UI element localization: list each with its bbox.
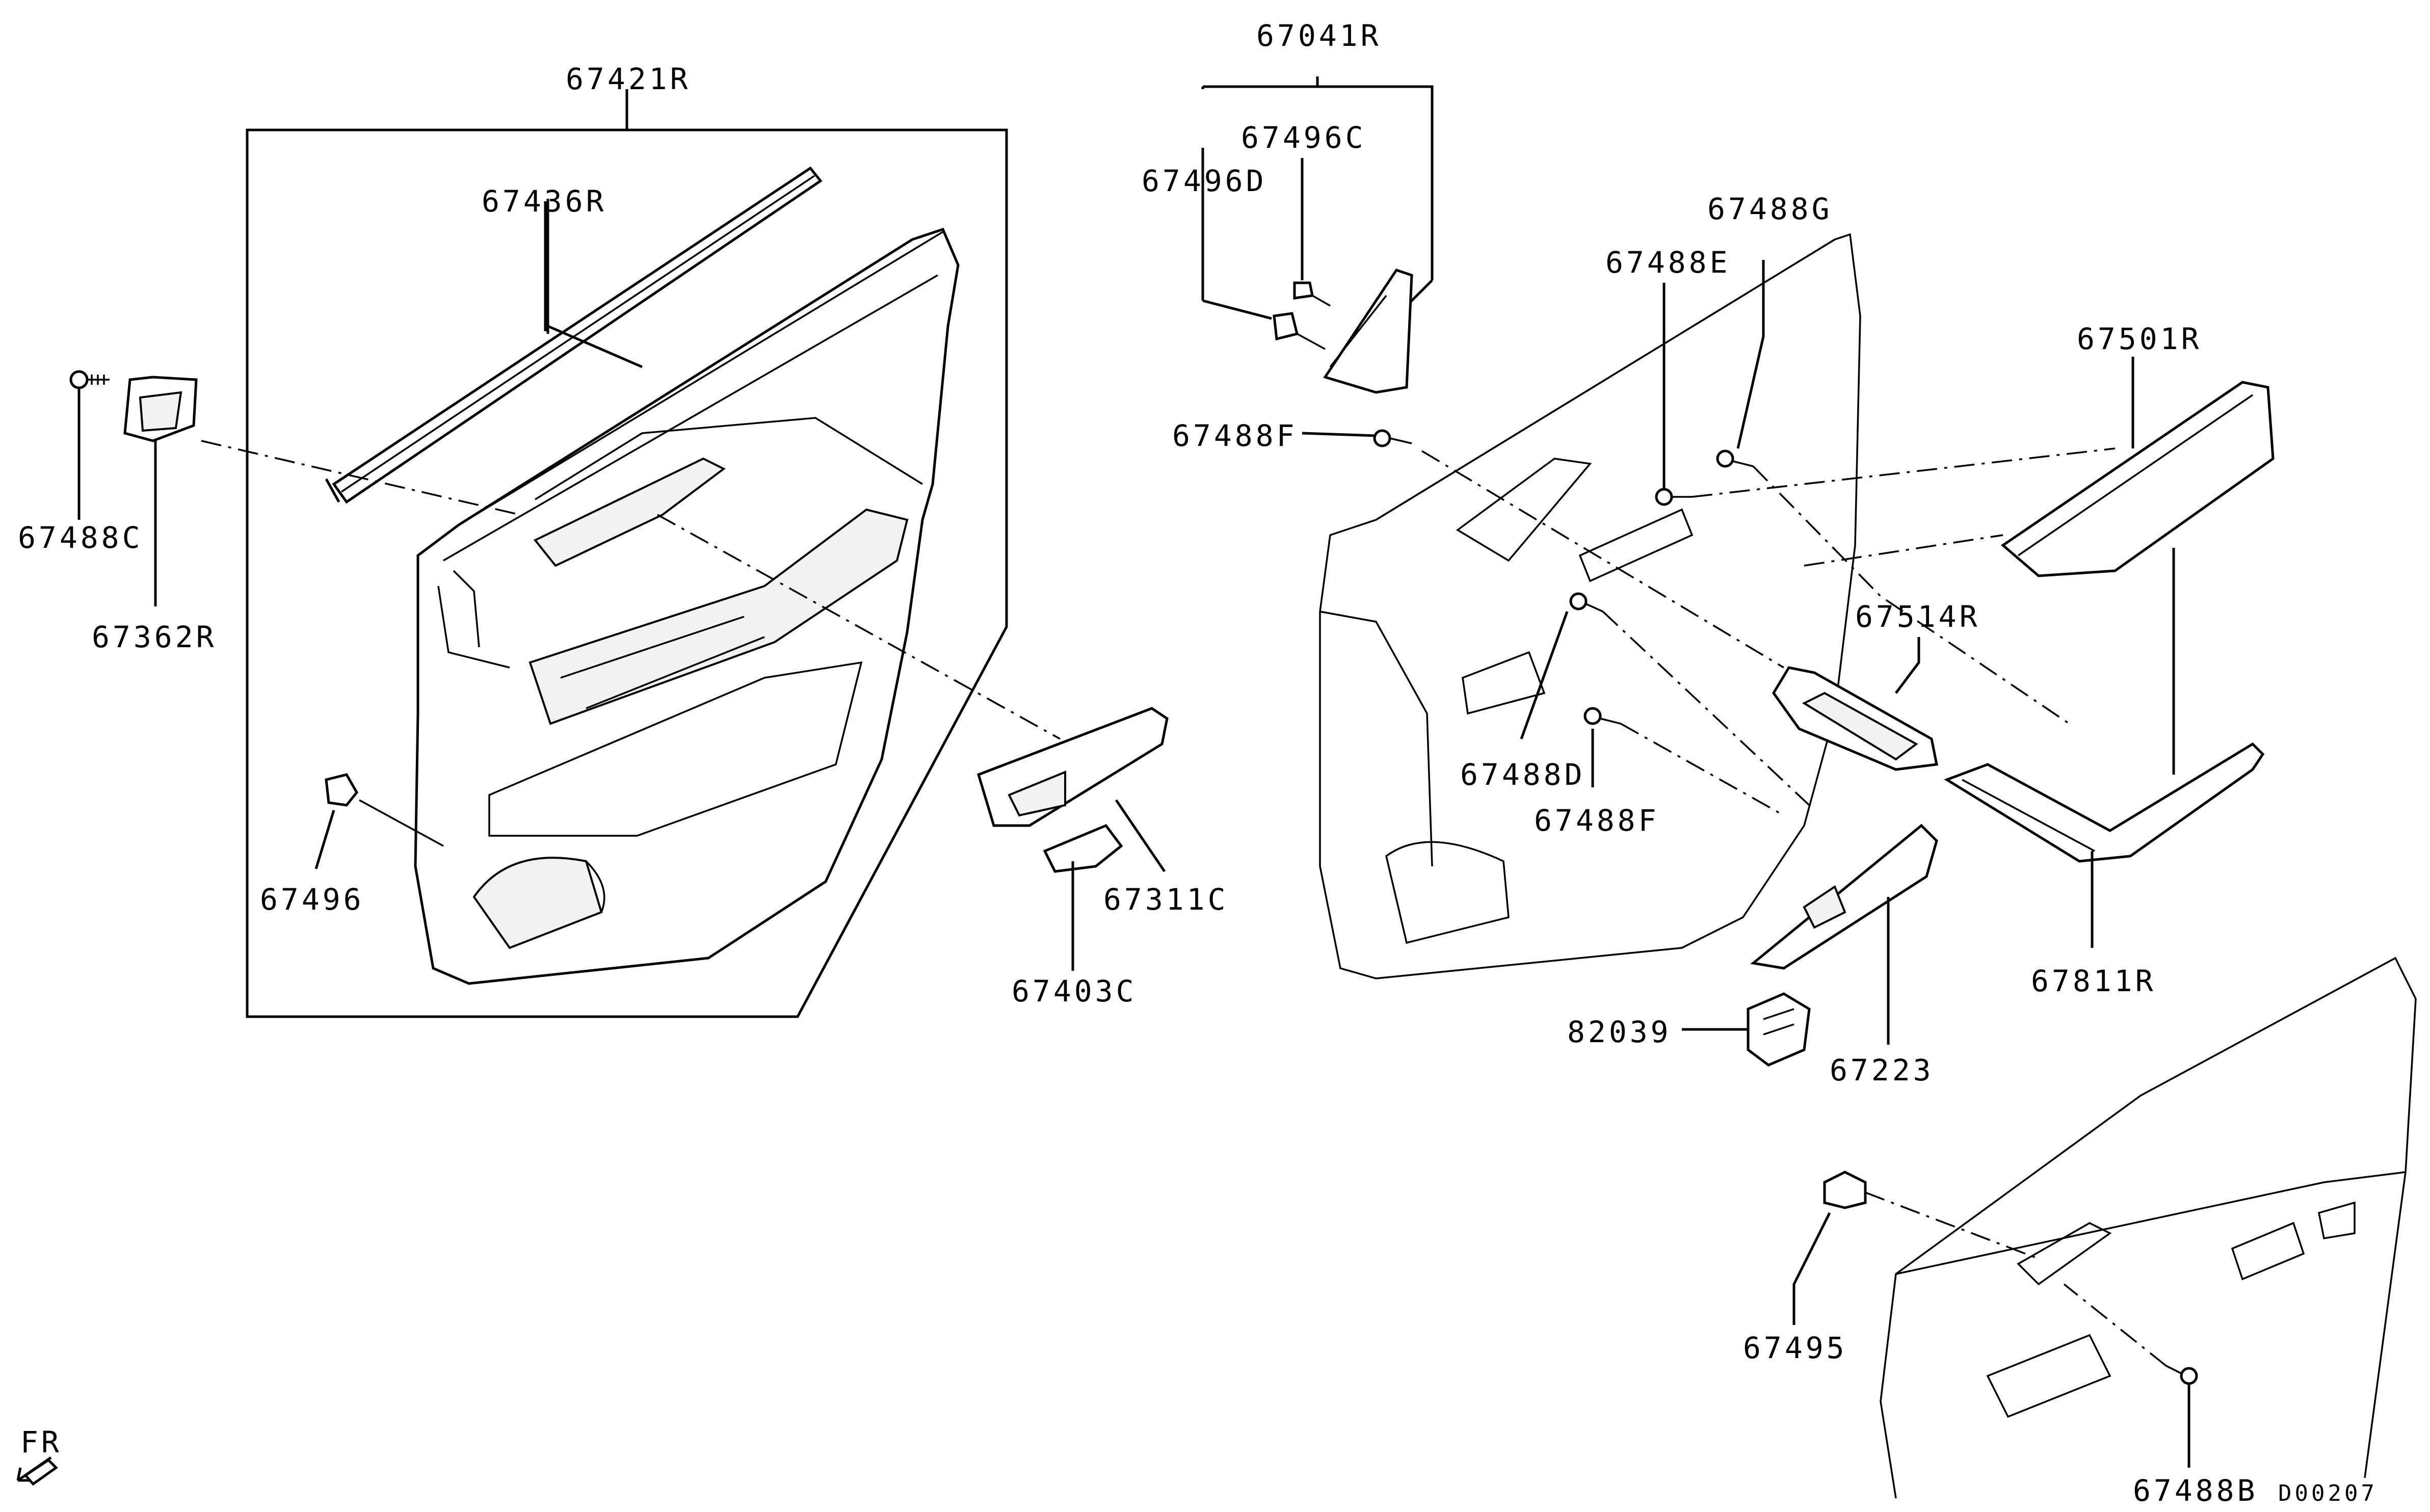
switch-bezel-part <box>1750 824 1938 970</box>
screw-part <box>1655 488 1692 506</box>
screw-part <box>69 370 110 389</box>
window-switch-part <box>1747 992 1811 1067</box>
label-67223: 67223 <box>1830 1053 1934 1087</box>
door-panel-outline <box>1319 233 1861 979</box>
screw-part <box>1716 449 1754 468</box>
switch-cover-part <box>1043 824 1123 873</box>
label-67488D: 67488D <box>1460 757 1586 792</box>
label-67495: 67495 <box>1743 1331 1847 1365</box>
label-67496: 67496 <box>260 882 364 917</box>
label-67362R: 67362R <box>92 620 217 654</box>
label-67488C: 67488C <box>18 520 143 555</box>
label-67496C: 67496C <box>1241 120 1366 155</box>
switch-panel-part <box>1772 666 1938 771</box>
clip-part <box>1823 1171 1867 1209</box>
clip-part <box>325 773 359 807</box>
screw-part <box>1583 707 1621 725</box>
clip-part <box>1273 312 1299 341</box>
label-67811R: 67811R <box>2031 964 2156 998</box>
switch-bezel-part <box>976 707 1169 827</box>
screw-part <box>1569 592 1603 613</box>
door-trim-assembly-left <box>69 89 1169 1018</box>
mirror-cover-part <box>1323 269 1413 394</box>
label-67501R: 67501R <box>2077 322 2202 356</box>
lower-trim-part <box>1944 742 2265 863</box>
label-67436R: 67436R <box>482 184 607 219</box>
label-67041R: 67041R <box>1256 18 1382 53</box>
screw-part <box>2165 1365 2198 1385</box>
inside-handle-part <box>123 376 198 442</box>
label-67488E: 67488E <box>1605 245 1731 280</box>
door-trim-panel <box>414 227 960 985</box>
clip-part <box>1293 281 1314 300</box>
weatherstrip-part <box>325 166 823 504</box>
label-82039: 82039 <box>1567 1015 1672 1049</box>
front-direction-arrow-icon <box>16 1456 58 1486</box>
label-67488F-bottom: 67488F <box>1534 803 1659 838</box>
label-67496D: 67496D <box>1142 164 1267 198</box>
label-67421R: 67421R <box>566 62 691 96</box>
drawing-code: D00207 <box>2278 1480 2378 1506</box>
door-detail-view <box>1792 957 2417 1499</box>
label-67514R: 67514R <box>1855 599 1980 634</box>
label-67488G: 67488G <box>1707 192 1833 226</box>
armrest-part <box>2000 381 2275 577</box>
front-direction-label: FR <box>20 1425 62 1460</box>
label-67311C: 67311C <box>1103 882 1229 917</box>
door-trim-exploded <box>1201 76 2275 1067</box>
label-67488F-top: 67488F <box>1172 418 1298 453</box>
screw-part <box>1373 429 1412 447</box>
label-67403C: 67403C <box>1012 974 1137 1009</box>
label-67488B: 67488B <box>2133 1473 2258 1508</box>
